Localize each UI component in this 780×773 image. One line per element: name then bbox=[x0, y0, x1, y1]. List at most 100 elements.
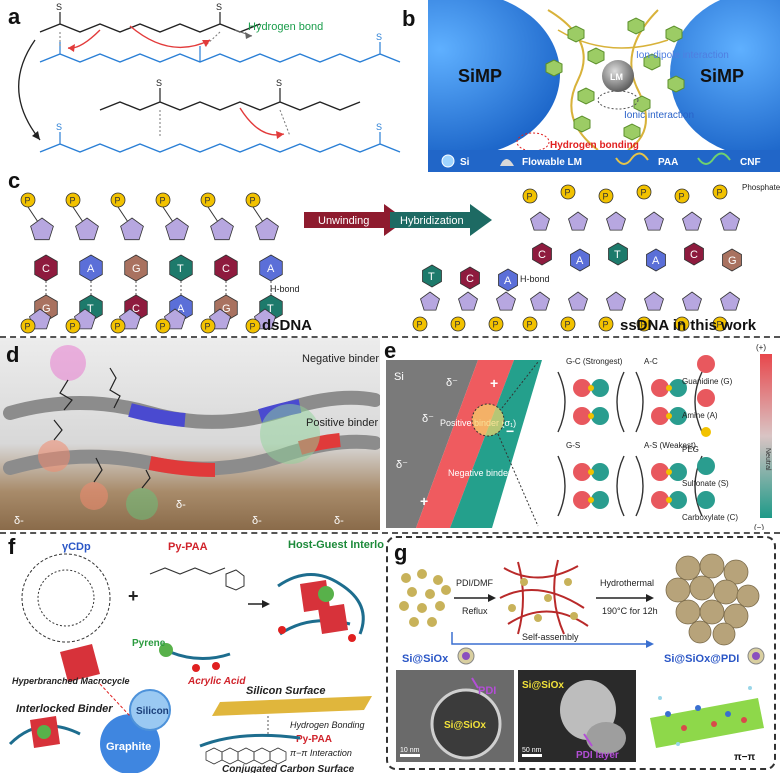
delta-label: δ⁻ bbox=[422, 413, 434, 425]
hydrogen-bonding-label: Hydrogen Bonding bbox=[290, 720, 365, 730]
ss-phosphate-bottom-letter: P bbox=[565, 320, 571, 330]
ss-base-top-letter: G bbox=[728, 255, 737, 267]
ss-sugar-bottom bbox=[458, 291, 478, 311]
panel-d-label: d bbox=[6, 342, 20, 367]
simp-binder-diagram: SiMP SiMP LM Ion-dipole interaction Ioni… bbox=[428, 0, 780, 172]
cation-group bbox=[573, 463, 591, 481]
delta-label-2: δ- bbox=[252, 515, 262, 527]
atom-s-label: S bbox=[56, 2, 62, 12]
bar-top-label: (+) bbox=[756, 343, 766, 352]
macrocycle-label: Hyperbranched Macrocycle bbox=[12, 676, 130, 686]
temperature-label: 190°C for 12h bbox=[602, 606, 658, 616]
ss-base-top-letter: C bbox=[538, 249, 546, 261]
si-siox-pdi-label: Si@SiOx@PDI bbox=[664, 653, 739, 665]
panel-b: SiMP SiMP LM Ion-dipole interaction Ioni… bbox=[428, 0, 780, 172]
delta-label: δ⁻ bbox=[396, 459, 408, 471]
panel-g: g PDI/DMF Reflux Hydrothermal 190° bbox=[386, 536, 776, 770]
ss-phosphate-bottom-letter: P bbox=[493, 320, 499, 330]
unwinding-label: Unwinding bbox=[318, 215, 369, 227]
cation-group bbox=[573, 379, 591, 397]
tem-si-siox-label: Si@SiOx bbox=[444, 720, 486, 731]
phosphate-top-letter: P bbox=[25, 196, 31, 206]
atom-s-label: S bbox=[376, 122, 382, 132]
sugar-top bbox=[30, 217, 54, 241]
anion-group bbox=[591, 379, 609, 397]
ss-base-bottom bbox=[422, 264, 442, 288]
lm-label: LM bbox=[610, 72, 623, 82]
svg-text:−: − bbox=[506, 423, 514, 439]
ss-phosphate-top-letter: P bbox=[603, 192, 609, 202]
group-label: Amine (A) bbox=[682, 411, 718, 420]
ss-base-bottom bbox=[498, 268, 518, 292]
ss-sugar-bottom bbox=[496, 291, 516, 311]
binder-chain-diagram: Negative binder Positive binder δ- δ- δ-… bbox=[3, 345, 380, 527]
reflux-label: Reflux bbox=[462, 606, 488, 616]
sugar-top bbox=[255, 217, 279, 241]
ss-base-top bbox=[608, 242, 628, 266]
pdi-layer-label: PDI layer bbox=[576, 750, 619, 761]
anion-group bbox=[669, 407, 687, 425]
pair-chain-right bbox=[616, 455, 625, 517]
cation-group bbox=[651, 379, 669, 397]
hydrothermal-label: Hydrothermal bbox=[600, 578, 654, 588]
panel-a-label: a bbox=[8, 4, 21, 29]
pi-interaction-label: π−π Interaction bbox=[290, 748, 352, 758]
ss-sugar-top bbox=[644, 211, 664, 231]
simp-left-sphere bbox=[428, 0, 560, 156]
panel-d: d Negative binder Positive binder δ- δ- … bbox=[0, 338, 380, 530]
simp-right-sphere bbox=[670, 0, 780, 156]
ss-base-top bbox=[532, 242, 552, 266]
ss-sugar-bottom bbox=[644, 291, 664, 311]
divider-e-f bbox=[0, 532, 780, 534]
si-label: Si bbox=[394, 371, 404, 383]
panel-g-label: g bbox=[394, 540, 408, 565]
ss-phosphate-bottom bbox=[598, 316, 614, 332]
liquid-metal-sphere bbox=[602, 60, 634, 92]
cnf-legend-icon bbox=[697, 152, 731, 165]
plus-sign: + bbox=[128, 586, 139, 606]
group-icon bbox=[701, 427, 711, 437]
panel-e-label: e bbox=[384, 338, 397, 363]
ycdp-label: γCDp bbox=[62, 541, 91, 553]
ss-sugar-top bbox=[530, 211, 550, 231]
tem-pdi-label: PDI bbox=[478, 685, 496, 697]
silicon-surface-label: Silicon Surface bbox=[246, 685, 325, 697]
ss-phosphate-top bbox=[636, 184, 652, 200]
polymer-structure-diagram: Hydrogen bond S S S S S S S bbox=[18, 2, 401, 153]
phosphate-bottom bbox=[245, 318, 261, 334]
sugar-top bbox=[165, 217, 189, 241]
group-label: Carboxylate (C) bbox=[682, 513, 738, 522]
phosphate-bottom bbox=[200, 318, 216, 334]
base-top-letter: A bbox=[267, 263, 275, 275]
ss-base-bottom-letter: C bbox=[466, 273, 474, 285]
base-bottom-letter: A bbox=[177, 303, 185, 315]
anion-group bbox=[669, 491, 687, 509]
legend-si: Si bbox=[460, 157, 470, 168]
peg-group bbox=[666, 385, 672, 391]
ss-sugar-top bbox=[606, 211, 626, 231]
sugar-top bbox=[75, 217, 99, 241]
positive-binder-label: Positive binder bbox=[306, 417, 378, 429]
phosphate-top-letter: P bbox=[115, 196, 121, 206]
ss-phosphate-top bbox=[712, 184, 728, 200]
pair-label: G-C (Strongest) bbox=[566, 357, 623, 366]
ionic-pairing-diagram: Si δ⁻ δ⁻ δ⁻ Positive binder (σ₁) Negativ… bbox=[386, 343, 772, 530]
base-top-letter: A bbox=[87, 263, 95, 275]
host-guest-label: Host-Guest Interlocked Complex bbox=[288, 539, 384, 551]
negative-binder-label: Negative binder (σ₂) bbox=[448, 468, 529, 478]
delta-label: δ⁻ bbox=[446, 377, 458, 389]
ss-phosphate-bottom-letter: P bbox=[641, 320, 647, 330]
self-assembly-label: Self-assembly bbox=[522, 632, 579, 642]
hybridization-arrow bbox=[390, 204, 492, 236]
backbone-link bbox=[117, 206, 129, 223]
phosphate-bottom bbox=[110, 318, 126, 334]
ss-phosphate-bottom bbox=[488, 316, 504, 332]
phosphate-top-letter: P bbox=[250, 196, 256, 206]
silicon-label: Silicon bbox=[136, 706, 169, 717]
group-label: Sulfonate (S) bbox=[682, 479, 729, 488]
pair-chain-right bbox=[616, 371, 625, 433]
graphite-label: Graphite bbox=[106, 741, 151, 753]
base-top-letter: G bbox=[132, 263, 141, 275]
panel-f-label: f bbox=[8, 534, 16, 559]
